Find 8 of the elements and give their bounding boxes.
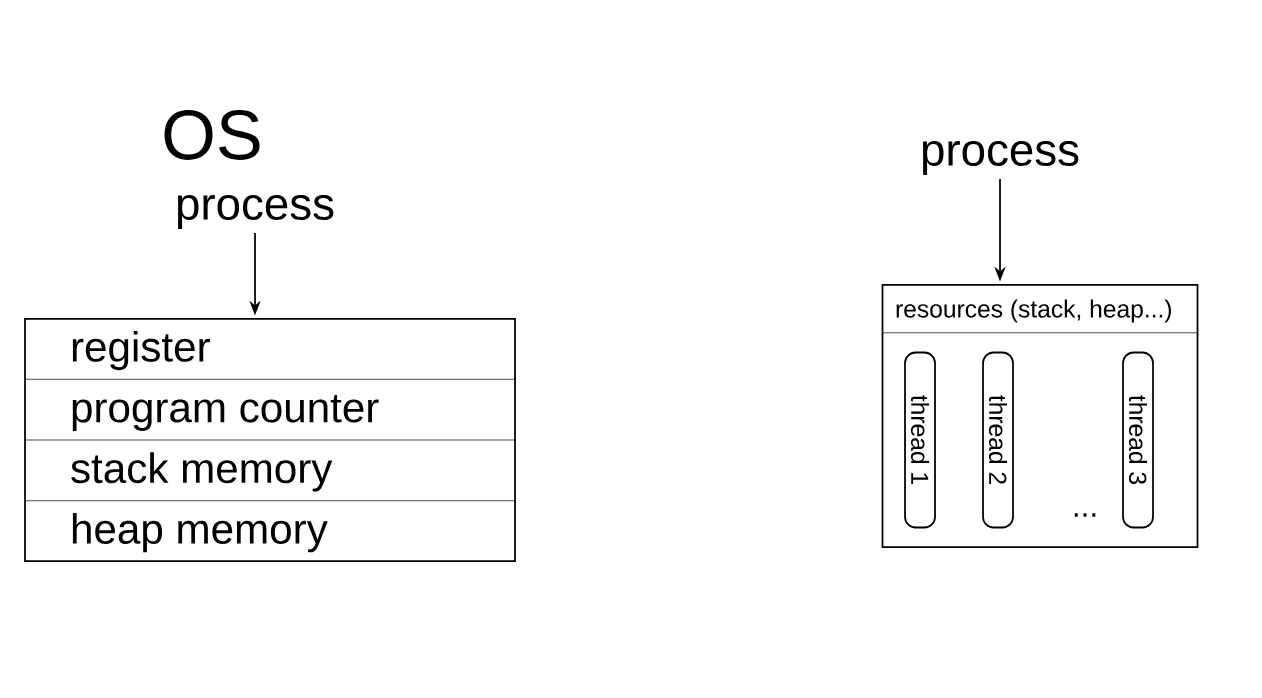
- table-box: register program counter stack memory heap memory: [24, 318, 516, 562]
- thread-box: thread 2: [982, 351, 1014, 529]
- thread-box: thread 1: [904, 351, 936, 529]
- ellipsis-label: ...: [1074, 513, 1096, 517]
- thread-box: thread 3: [1122, 351, 1154, 529]
- process-label: process: [177, 194, 334, 230]
- title: OS: [164, 110, 260, 160]
- process-label: process: [922, 140, 1079, 176]
